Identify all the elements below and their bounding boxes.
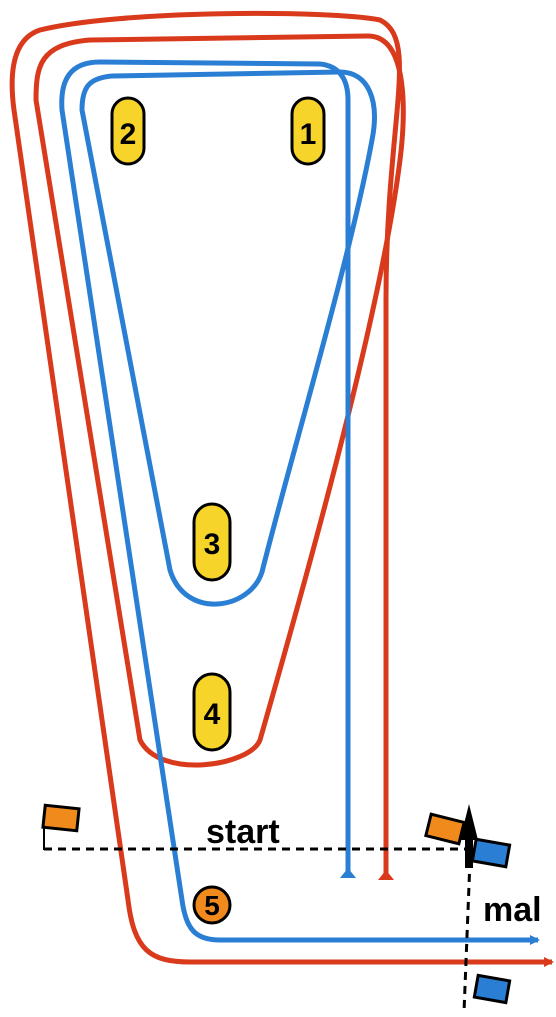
marker-1: 1 xyxy=(290,96,326,166)
start-label: start xyxy=(206,813,280,851)
direction-arrow xyxy=(460,804,478,868)
marker-3-label: 3 xyxy=(204,528,221,561)
exit-label: mal xyxy=(483,891,542,929)
marker-4-label: 4 xyxy=(204,698,221,731)
blue-route xyxy=(59,59,531,943)
blue-flag-right xyxy=(470,837,512,869)
blue-inner-loop xyxy=(79,69,377,607)
red-inner-loop xyxy=(33,33,406,768)
marker-1-label: 1 xyxy=(300,118,317,151)
marker-3: 3 xyxy=(192,502,232,582)
red-start-tick xyxy=(378,870,394,880)
marker-2: 2 xyxy=(110,96,146,166)
blue-start-tick xyxy=(340,868,356,878)
red-route xyxy=(9,10,548,965)
blue-flag-bottom xyxy=(472,973,512,1005)
marker-2-label: 2 xyxy=(120,118,137,151)
marker-5-label: 5 xyxy=(204,890,220,921)
exit-line xyxy=(462,859,472,1013)
orange-flag-left xyxy=(41,803,81,850)
orange-flag-right xyxy=(424,812,466,846)
marker-4: 4 xyxy=(192,672,232,752)
marker-5: 5 xyxy=(192,885,232,925)
